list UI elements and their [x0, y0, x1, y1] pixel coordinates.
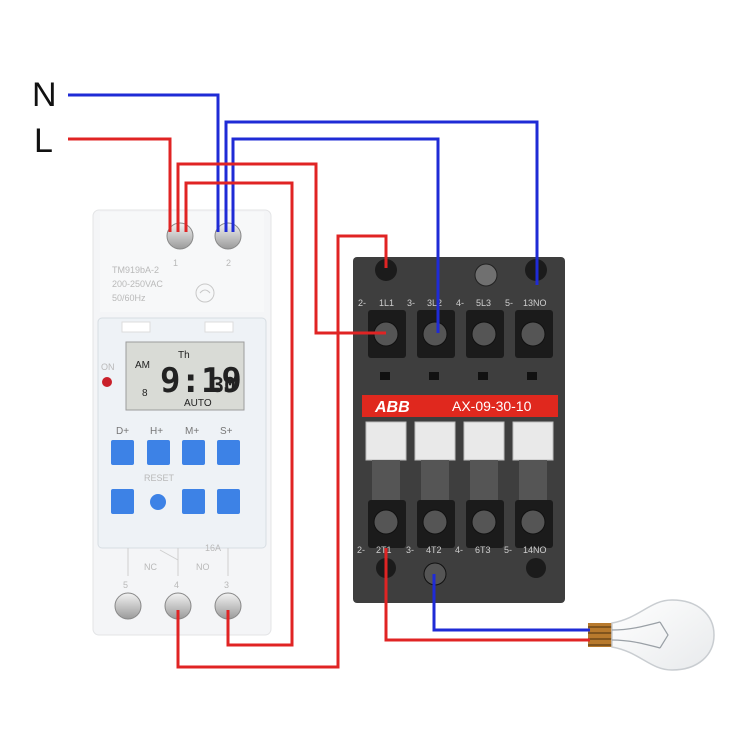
reset-button[interactable]	[150, 494, 166, 510]
no-label: NO	[196, 562, 210, 572]
terminal-l-label: L	[34, 122, 53, 160]
bottom-label-14no: 14NO	[523, 545, 547, 555]
top-num-3: 4-	[456, 298, 464, 308]
contactor-bottom-screw-4	[520, 509, 546, 535]
on-label: ON	[101, 362, 115, 372]
manual-button[interactable]	[217, 489, 240, 514]
lcd-day: Th	[178, 350, 190, 361]
top-label-3l2: 3L2	[427, 298, 442, 308]
contactor-bottom-screw-1	[373, 509, 399, 535]
top-num-1: 2-	[358, 298, 366, 308]
timer-voltage: 200-250VAC	[112, 279, 163, 289]
clock-button[interactable]	[182, 489, 205, 514]
second-plus-button[interactable]	[217, 440, 240, 465]
neutral-wire-to-13no	[224, 120, 539, 285]
top-label-13no: 13NO	[523, 298, 547, 308]
mode-button[interactable]	[111, 489, 134, 514]
button-label-h: H+	[150, 426, 163, 437]
live-wire-main	[68, 137, 172, 232]
timer-pin-3: 3	[224, 580, 229, 590]
contactor-model: AX-09-30-10	[452, 398, 532, 414]
lcd-display	[125, 341, 245, 411]
bulb-filament-icon	[611, 621, 669, 649]
top-num-2: 3-	[407, 298, 415, 308]
timer-pin-5: 5	[123, 580, 128, 590]
contactor: ABB AX-09-30-10 2- 1L1 3- 3L2 4- 5L3 5- …	[353, 257, 565, 603]
on-indicator-led	[102, 377, 112, 387]
nc-label: NC	[144, 562, 157, 572]
hour-plus-button[interactable]	[147, 440, 170, 465]
live-wire-to-bulb	[384, 548, 590, 642]
bulb-glass	[611, 599, 715, 671]
neutral-wire-to-3l2	[231, 137, 440, 333]
bottom-label-6t3: 6T3	[475, 545, 491, 555]
reset-label: RESET	[144, 473, 175, 483]
timer-pin-1: 1	[173, 258, 178, 268]
timer-switch: TM919bA-2 200-250VAC 50/60Hz 1 2 AM Th 8…	[92, 209, 272, 636]
live-wires	[68, 137, 590, 669]
neutral-wire-to-bulb	[432, 574, 590, 632]
lcd-mode: AUTO	[184, 398, 212, 409]
timer-pin-4: 4	[174, 580, 179, 590]
button-label-d: D+	[116, 426, 129, 437]
timer-terminal-5	[114, 592, 142, 620]
contactor-brand: ABB	[374, 399, 410, 416]
neutral-wire-main	[68, 93, 220, 232]
live-wire-loop	[184, 181, 294, 647]
live-wire-to-1l1	[176, 234, 388, 669]
contactor-top-screw-3	[471, 321, 497, 347]
neutral-wires	[68, 93, 590, 632]
contactor-bottom-screw-3	[471, 509, 497, 535]
light-bulb	[588, 599, 715, 671]
lcd-time: 9:19	[160, 361, 242, 401]
top-label-1l1: 1L1	[379, 298, 394, 308]
contactor-bottom-screw-2	[422, 509, 448, 535]
top-label-5l3: 5L3	[476, 298, 491, 308]
bottom-num-1: 2-	[357, 545, 365, 555]
terminal-n-label: N	[32, 76, 57, 114]
contactor-top-screw-2	[422, 321, 448, 347]
bottom-num-4: 5-	[504, 545, 512, 555]
timer-frequency: 50/60Hz	[112, 293, 146, 303]
bottom-num-2: 3-	[406, 545, 414, 555]
lcd-program: 8	[142, 388, 148, 399]
lcd-am: AM	[135, 360, 150, 371]
minute-plus-button[interactable]	[182, 440, 205, 465]
amps-label: 16A	[205, 543, 221, 553]
timer-pin-2: 2	[226, 258, 231, 268]
button-label-s: S+	[220, 426, 233, 437]
bottom-label-2t1: 2T1	[376, 545, 392, 555]
coil-symbol-icon	[195, 283, 215, 303]
bottom-num-3: 4-	[455, 545, 463, 555]
bottom-label-4t2: 4T2	[426, 545, 442, 555]
lcd-seconds: 30	[212, 373, 236, 397]
button-label-m: M+	[185, 426, 199, 437]
day-plus-button[interactable]	[111, 440, 134, 465]
contactor-top-screw-4	[520, 321, 546, 347]
top-num-4: 5-	[505, 298, 513, 308]
timer-model: TM919bA-2	[112, 265, 159, 275]
contactor-brand-strip	[362, 395, 558, 417]
